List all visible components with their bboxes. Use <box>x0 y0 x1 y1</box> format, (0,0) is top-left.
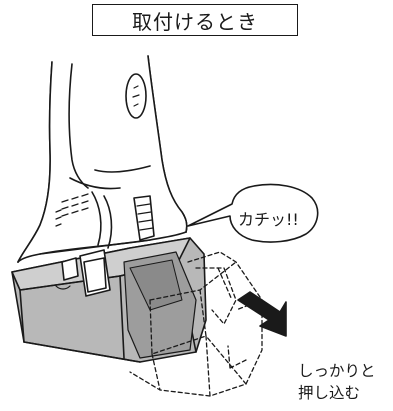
instruction-line-2: 押し込む <box>298 384 361 402</box>
battery-pack <box>11 237 207 363</box>
title-text: 取付けるとき <box>132 9 258 34</box>
title-box: 取付けるとき <box>92 4 298 36</box>
drill-handle <box>17 55 188 263</box>
push-arrow <box>237 291 287 337</box>
click-sound-label: カチッ!! <box>238 210 299 229</box>
instruction-line-1: しっかりと <box>298 362 376 380</box>
instruction-text: しっかりと 押し込む <box>298 360 376 404</box>
ghost-battery <box>129 251 263 397</box>
speech-bubble <box>187 183 319 243</box>
